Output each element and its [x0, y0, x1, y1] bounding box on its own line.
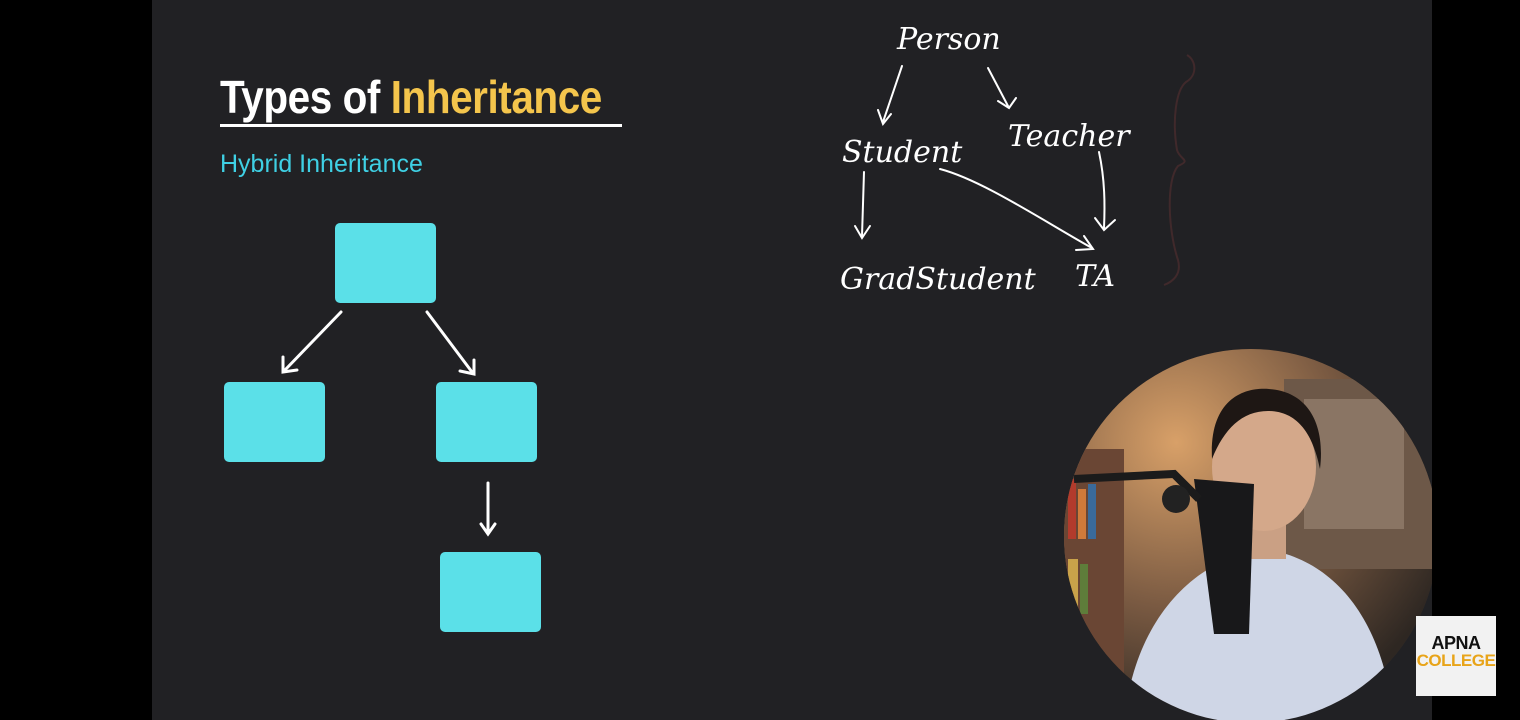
sketch-node-student: Student	[842, 135, 963, 170]
diagram-arrows	[281, 310, 497, 537]
sketch-arrow-person-teacher	[987, 67, 1009, 107]
arrowhead-bottom	[479, 522, 497, 537]
title-text: Types of	[220, 71, 380, 123]
faint-brace-mark	[1163, 54, 1196, 286]
diagram-box-bottom	[440, 552, 541, 632]
presenter-webcam	[1064, 349, 1432, 720]
sketch-arrowhead	[854, 225, 871, 240]
arrow-top-to-left	[283, 310, 343, 372]
apna-college-logo: APNA COLLEGE	[1416, 616, 1496, 696]
sketch-arrow-student-ta	[939, 168, 1093, 249]
logo-line-1: APNA	[1431, 633, 1481, 653]
diagram-box-right	[436, 382, 537, 462]
sketch-arrow-teacher-ta	[1098, 151, 1106, 229]
slide-subtitle: Hybrid Inheritance	[220, 150, 423, 178]
arrowhead-right	[458, 358, 476, 376]
sketch-node-person: Person	[896, 22, 1001, 57]
sketch-arrow-student-gradstudent	[861, 171, 865, 237]
sketch-arrowhead	[877, 109, 892, 127]
sketch-node-gradstudent: GradStudent	[840, 262, 1037, 297]
sketch-arrowhead	[1094, 217, 1116, 232]
title-accent-text: Inheritance	[390, 71, 603, 123]
sketch-node-ta: TA	[1075, 259, 1115, 294]
sketch-arrow-person-student	[882, 65, 903, 123]
slide: Types of Inheritance Hybrid Inheritance …	[152, 0, 1432, 720]
arrowhead-left	[281, 355, 299, 374]
arrow-top-to-right	[425, 310, 474, 374]
slide-title: Types of Inheritance	[220, 70, 602, 124]
title-underline	[220, 124, 622, 127]
sketch-arrowhead	[1075, 235, 1095, 251]
logo-line-2: COLLEGE	[1416, 651, 1496, 670]
diagram-box-top	[335, 223, 436, 303]
diagram-box-left	[224, 382, 325, 462]
sketch-node-teacher: Teacher	[1008, 119, 1131, 154]
handwritten-sketch: Person Student Teacher GradStudent TA	[840, 22, 1196, 297]
sketch-arrowhead	[997, 97, 1017, 110]
presenter-image	[1064, 349, 1432, 720]
